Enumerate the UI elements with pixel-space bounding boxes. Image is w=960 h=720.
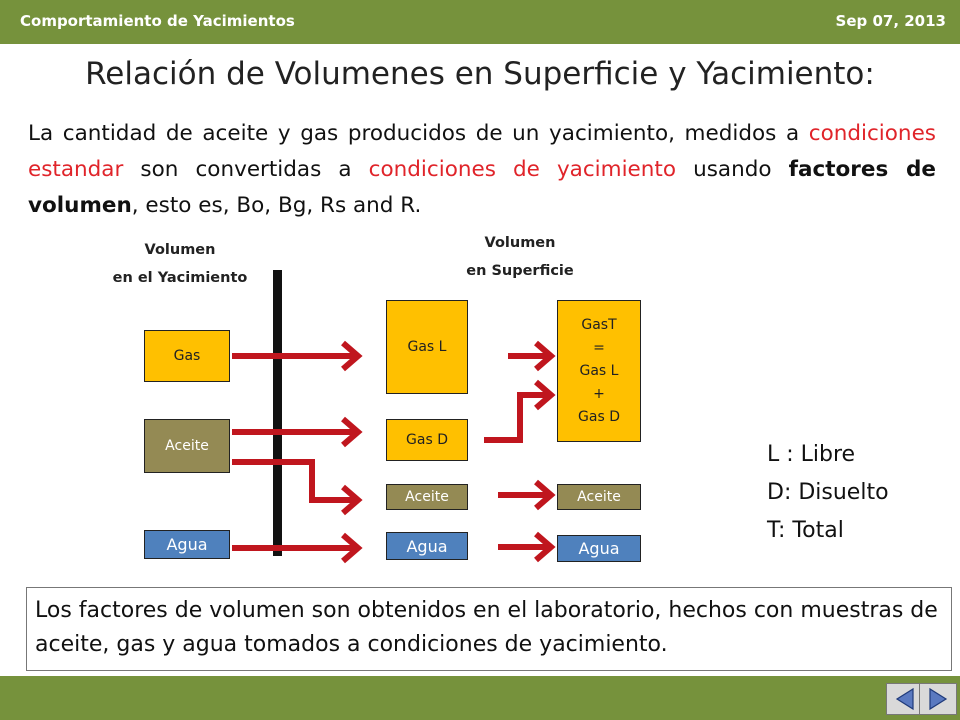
surface-gas-l-box: Gas L xyxy=(386,300,468,394)
course-title: Comportamiento de Yacimientos xyxy=(20,12,295,30)
intro-highlight-standard: condiciones estandar xyxy=(28,121,936,182)
arrow-gas-d-to-gast-head xyxy=(534,379,556,411)
intro-highlight-reservoir: condiciones de yacimiento xyxy=(368,157,676,182)
gast-line-3: Gas L xyxy=(579,362,619,379)
intro-bold-factors: factores de volumen xyxy=(28,157,936,218)
intro-text-1: La cantidad de aceite y gas producidos d… xyxy=(28,121,809,146)
back-arrow-icon xyxy=(895,687,914,711)
arrow-oil-to-oil-total-head xyxy=(534,479,556,511)
legend-total: T: Total xyxy=(767,518,844,543)
legend-libre: L : Libre xyxy=(767,442,856,467)
arrow-oil-to-oil xyxy=(232,459,355,503)
slide-title: Relación de Volumenes en Superficie y Ya… xyxy=(85,56,875,92)
legend: L : Libre D: Disuelto T: Total xyxy=(767,436,889,550)
total-oil-box: Aceite xyxy=(557,484,641,510)
reservoir-label-line2: en el Yacimiento xyxy=(112,270,248,286)
intro-paragraph: La cantidad de aceite y gas producidos d… xyxy=(28,116,936,224)
slide-date: Sep 07, 2013 xyxy=(835,12,946,30)
gast-line-2: = xyxy=(593,339,605,356)
legend-disuelto: D: Disuelto xyxy=(767,480,889,505)
bottom-bar xyxy=(0,676,960,720)
arrow-water-to-water-total-head xyxy=(534,531,556,563)
reservoir-gas-box: Gas xyxy=(144,330,230,382)
top-bar: Comportamiento de Yacimientos Sep 07, 20… xyxy=(0,0,960,44)
arrow-gas-l-to-gast-head xyxy=(534,340,556,372)
intro-text-4: , esto es, Bo, Bg, Rs and R. xyxy=(131,193,422,218)
boundary-bar xyxy=(273,270,282,556)
arrow-oil-to-oil-head xyxy=(341,484,363,516)
gast-line-5: Gas D xyxy=(578,408,620,425)
reservoir-label-line1: Volumen xyxy=(144,242,216,258)
surface-label-line1: Volumen xyxy=(484,235,556,251)
arrow-gas-d-to-gast xyxy=(484,392,548,443)
arrow-gas-to-gas-l-head xyxy=(341,340,363,372)
surface-label-line2: en Superficie xyxy=(466,263,574,279)
surface-water-box: Agua xyxy=(386,532,468,560)
surface-oil-box: Aceite xyxy=(386,484,468,510)
forward-nav-button[interactable] xyxy=(919,683,957,715)
footnote-box: Los factores de volumen son obtenidos en… xyxy=(26,587,952,671)
reservoir-volume-label: Volumen en el Yacimiento xyxy=(80,236,280,292)
reservoir-water-box: Agua xyxy=(144,530,230,559)
reservoir-oil-box: Aceite xyxy=(144,419,230,473)
forward-arrow-icon xyxy=(929,687,948,711)
arrow-water-to-water-head xyxy=(341,532,363,564)
total-gas-box: GasT = Gas L + Gas D xyxy=(557,300,641,442)
intro-text-3: usando xyxy=(676,157,789,182)
surface-gas-d-box: Gas D xyxy=(386,419,468,461)
gast-line-4: + xyxy=(593,385,605,402)
surface-volume-label: Volumen en Superficie xyxy=(420,229,620,285)
intro-text-2: son convertidas a xyxy=(123,157,369,182)
arrow-oil-to-gas-d-head xyxy=(341,416,363,448)
total-water-box: Agua xyxy=(557,535,641,562)
gast-line-1: GasT xyxy=(581,316,617,333)
